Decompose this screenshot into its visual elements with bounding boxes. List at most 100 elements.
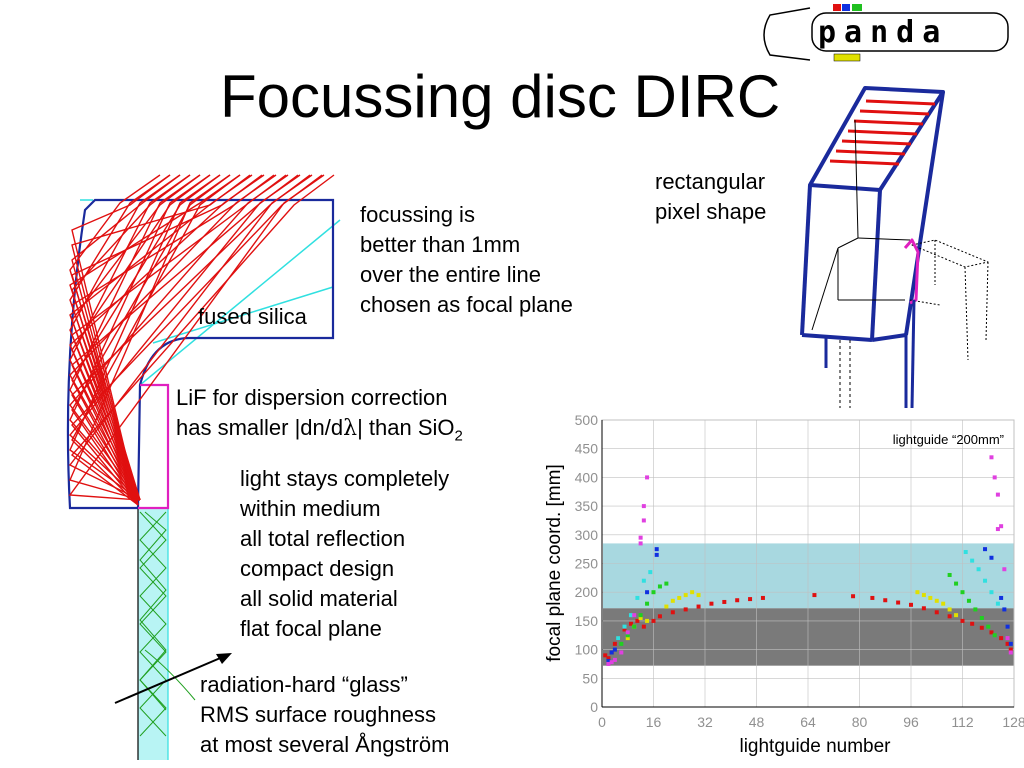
data-point: [612, 641, 617, 646]
data-point: [616, 636, 621, 641]
data-point: [670, 610, 675, 615]
lif-note-mid: | than SiO: [357, 415, 455, 440]
data-point: [989, 555, 994, 560]
data-point: [603, 653, 608, 658]
data-point: [851, 594, 856, 599]
data-point: [1008, 641, 1013, 646]
data-point: [1002, 607, 1007, 612]
glass-note: radiation-hard “glass” RMS surface rough…: [200, 670, 449, 760]
data-point: [995, 527, 1000, 532]
light-ray: [69, 174, 231, 501]
x-tick-label: 0: [598, 714, 606, 730]
data-point: [992, 475, 997, 480]
data-point: [960, 590, 965, 595]
light-ray: [71, 174, 181, 506]
glass-note-line: radiation-hard “glass”: [200, 672, 408, 697]
lambda-symbol: λ: [343, 416, 358, 441]
data-point: [921, 606, 926, 611]
data-point: [970, 558, 975, 563]
data-point: [664, 604, 669, 609]
data-point: [628, 613, 633, 618]
light-ray: [71, 174, 201, 506]
x-axis-label: lightguide number: [739, 736, 891, 757]
data-point: [999, 636, 1004, 641]
data-point: [963, 550, 968, 555]
slide-title: Focussing disc DIRC: [220, 63, 781, 130]
focus-note-line: chosen as focal plane: [360, 292, 573, 317]
data-point: [651, 590, 656, 595]
light-ray: [69, 174, 211, 501]
data-point: [657, 584, 662, 589]
property-item: light stays completely: [240, 466, 450, 491]
light-ray: [69, 174, 253, 501]
data-point: [619, 650, 624, 655]
data-point: [870, 595, 875, 600]
data-point: [1005, 636, 1010, 641]
data-point: [722, 599, 727, 604]
data-point: [638, 535, 643, 540]
x-tick-label: 128: [1002, 714, 1024, 730]
chart-title: lightguide “200mm”: [893, 432, 1004, 447]
lif-note-pre: has smaller |dn/d: [176, 415, 344, 440]
light-ray: [69, 174, 265, 501]
y-axis-label: focal plane coord. [mm]: [544, 464, 565, 661]
data-point: [628, 621, 633, 626]
panda-logo: panda: [763, 4, 1009, 62]
rect-note-line: pixel shape: [655, 199, 767, 224]
data-point: [921, 593, 926, 598]
acceptance-band-lower: [603, 608, 1014, 666]
data-point: [645, 590, 650, 595]
property-item: all solid material: [240, 586, 398, 611]
rectangular-pixel-note: rectangular pixel shape: [655, 167, 766, 227]
data-point: [609, 650, 614, 655]
data-point: [970, 621, 975, 626]
data-point: [641, 504, 646, 509]
data-point: [992, 633, 997, 638]
data-point: [648, 570, 653, 575]
x-tick-label: 48: [749, 714, 765, 730]
data-point: [934, 598, 939, 603]
y-tick-label: 250: [575, 556, 599, 572]
light-ray: [69, 174, 201, 501]
focussing-note: focussing is better than 1mm over the en…: [360, 200, 573, 320]
data-point: [999, 595, 1004, 600]
data-point: [612, 647, 617, 652]
data-point: [989, 590, 994, 595]
data-point: [657, 614, 662, 619]
x-tick-label: 96: [903, 714, 919, 730]
data-point: [709, 601, 714, 606]
data-point: [947, 614, 952, 619]
data-point: [915, 590, 920, 595]
data-point: [606, 659, 611, 664]
data-point: [909, 602, 913, 607]
data-point: [812, 593, 817, 598]
data-point: [612, 657, 617, 662]
data-point: [638, 616, 643, 621]
data-point: [696, 593, 701, 598]
data-point: [645, 475, 650, 480]
logo-text: panda: [818, 15, 948, 50]
data-point: [696, 604, 701, 609]
data-point: [1005, 641, 1010, 646]
data-point: [622, 627, 627, 632]
fused-silica-label: fused silica: [198, 304, 307, 329]
y-tick-label: 300: [575, 527, 599, 543]
data-point: [641, 624, 646, 629]
focus-note-line: better than 1mm: [360, 232, 521, 257]
acceptance-band-upper: [603, 543, 1014, 609]
focus-note-line: focussing is: [360, 202, 475, 227]
data-point: [1002, 567, 1007, 572]
glass-note-line: RMS surface roughness: [200, 702, 436, 727]
data-point: [632, 613, 637, 618]
data-point: [677, 595, 682, 600]
x-tick-label: 80: [852, 714, 868, 730]
data-point: [983, 547, 988, 552]
data-point: [947, 572, 952, 577]
light-ray: [68, 174, 313, 501]
data-point: [976, 567, 981, 572]
y-tick-label: 350: [575, 498, 599, 514]
data-point: [641, 518, 646, 523]
data-point: [934, 610, 939, 615]
